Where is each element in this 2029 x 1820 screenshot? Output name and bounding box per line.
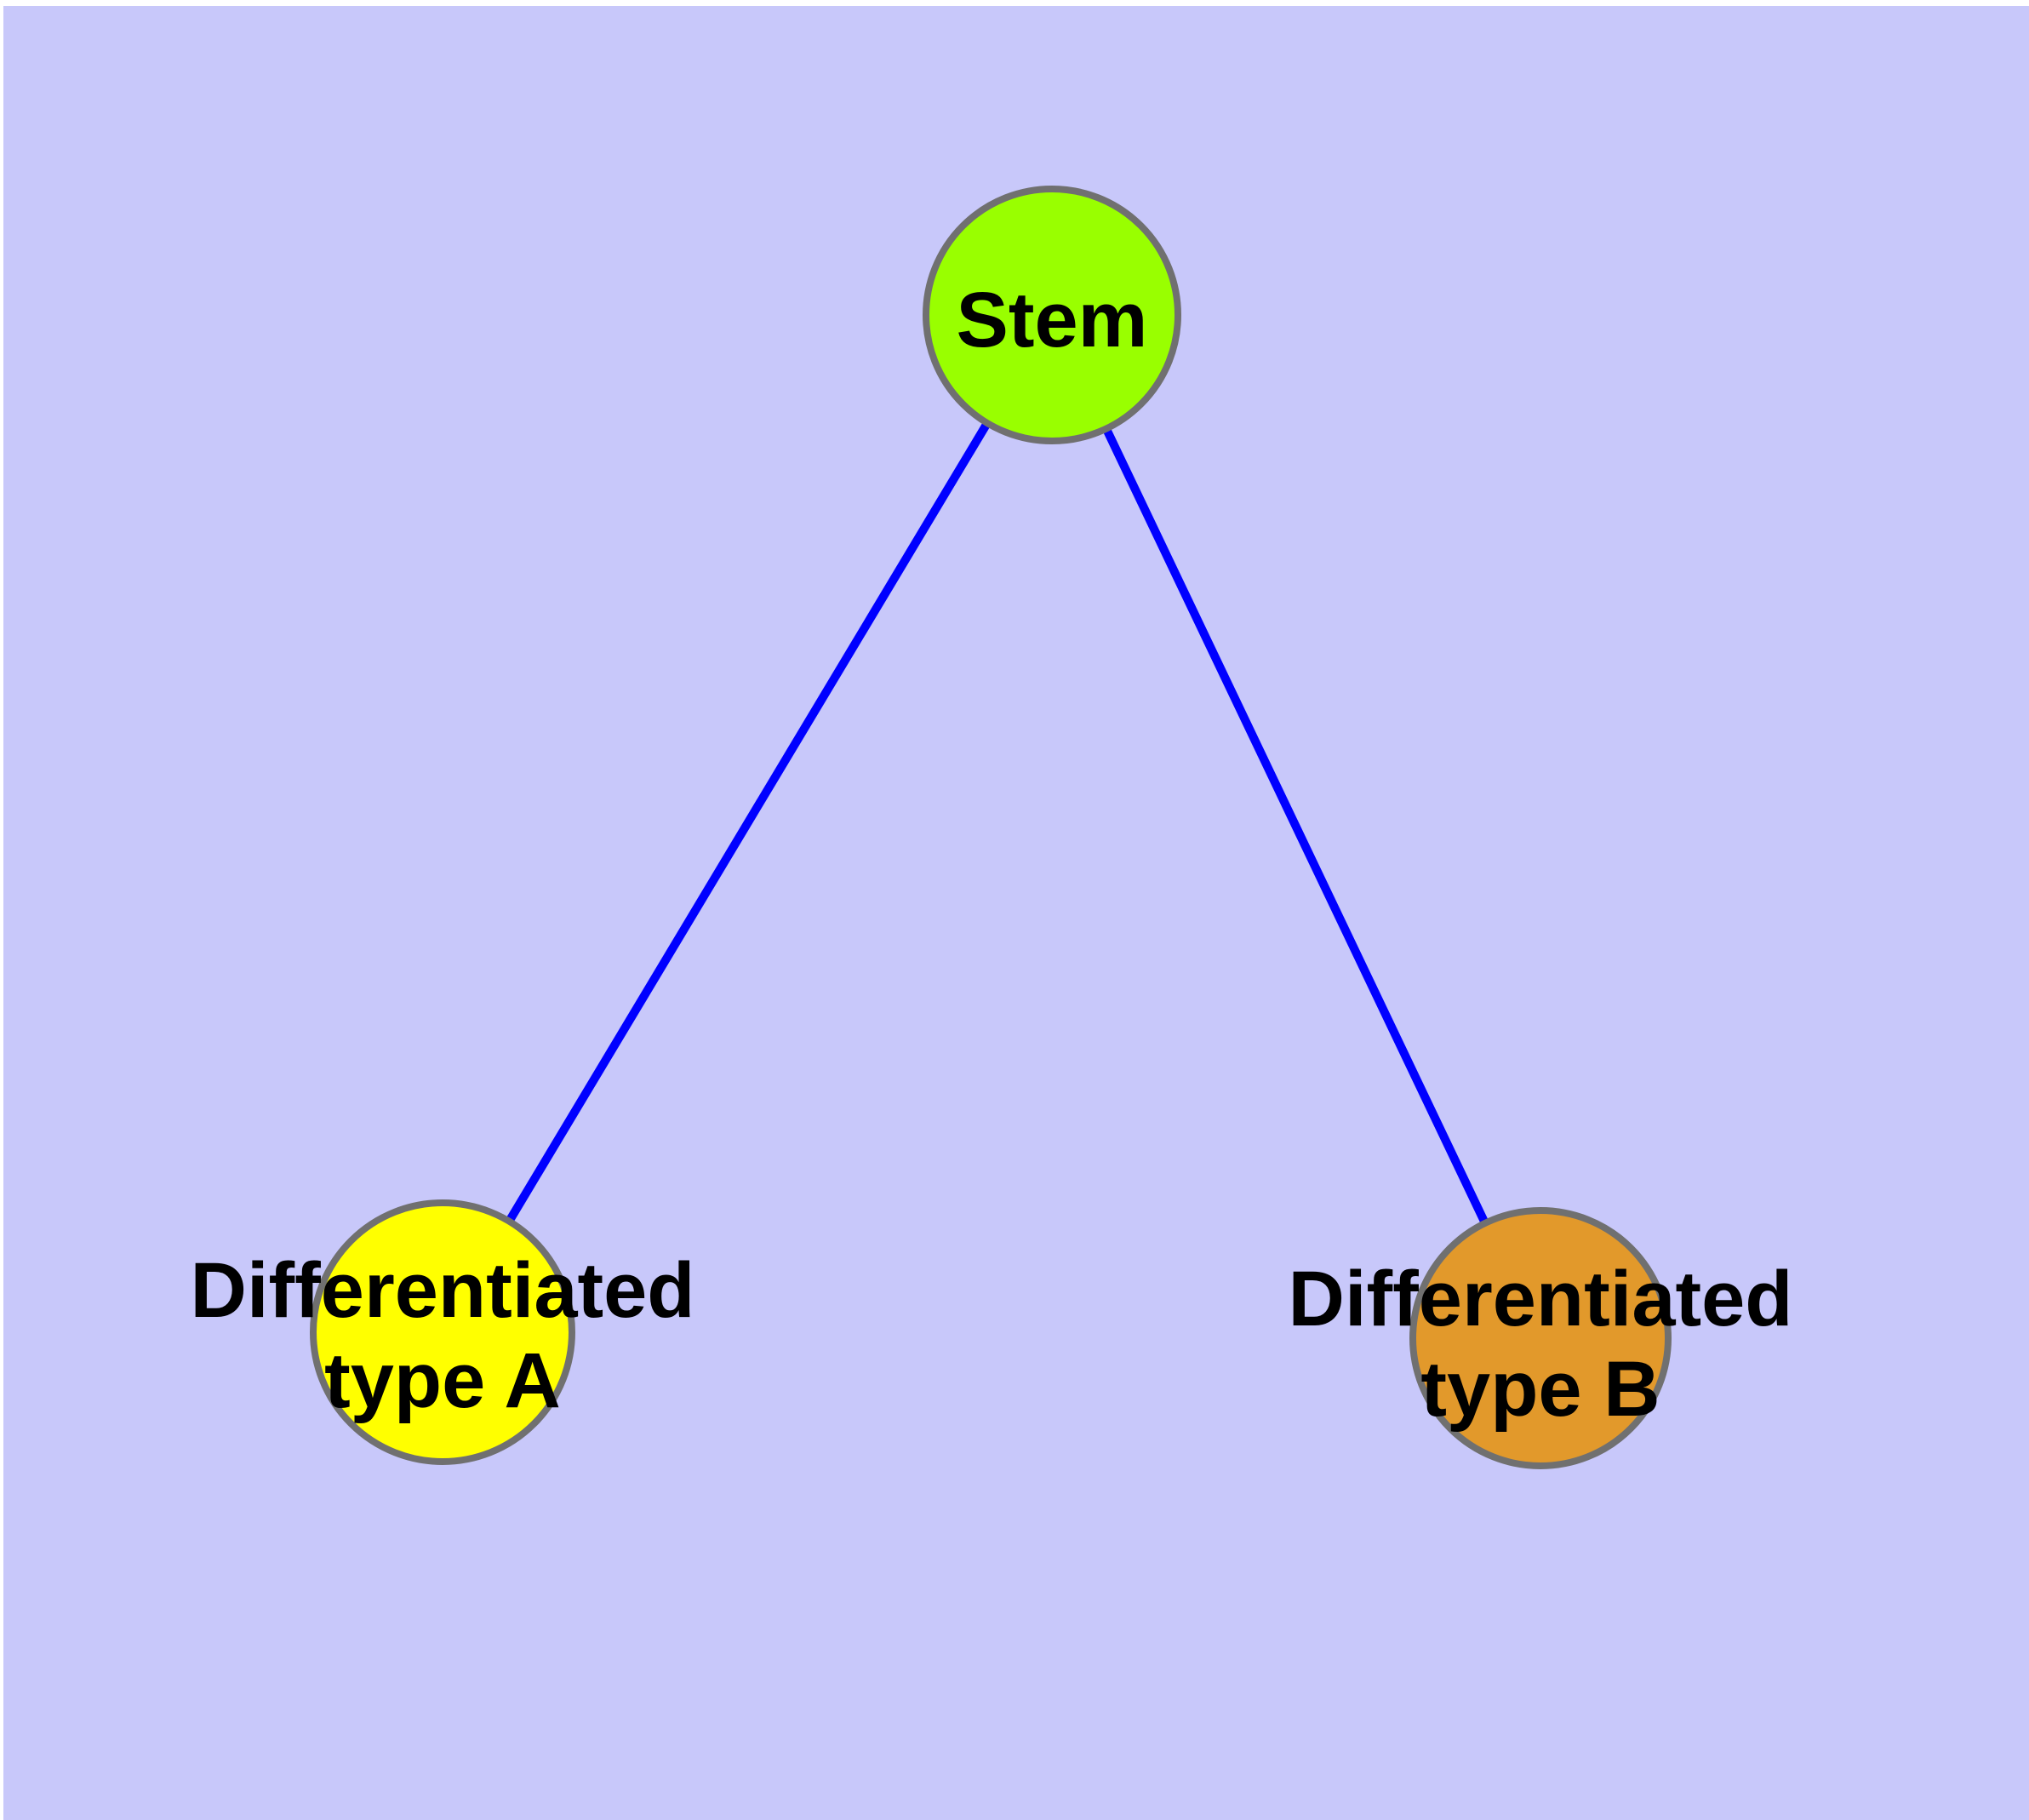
edge-stem-to-type-b — [1102, 426, 1489, 1226]
type-a-node-circle — [310, 1199, 575, 1465]
type-b-node-circle — [1409, 1207, 1672, 1469]
type-a-node-label-line2: type A — [324, 1337, 561, 1424]
node-differentiated-type-a: Differentiated type A — [191, 1199, 695, 1465]
node-stem: Stem — [923, 186, 1181, 444]
type-a-node-label-line1: Differentiated — [191, 1247, 695, 1334]
edge-stem-to-type-a — [505, 421, 992, 1224]
type-b-node-label-line1: Differentiated — [1289, 1256, 1793, 1342]
stem-node-label: Stem — [957, 277, 1148, 363]
stem-node-circle — [923, 186, 1181, 444]
type-b-node-label-line2: type B — [1420, 1346, 1660, 1433]
node-differentiated-type-b: Differentiated type B — [1289, 1207, 1793, 1469]
